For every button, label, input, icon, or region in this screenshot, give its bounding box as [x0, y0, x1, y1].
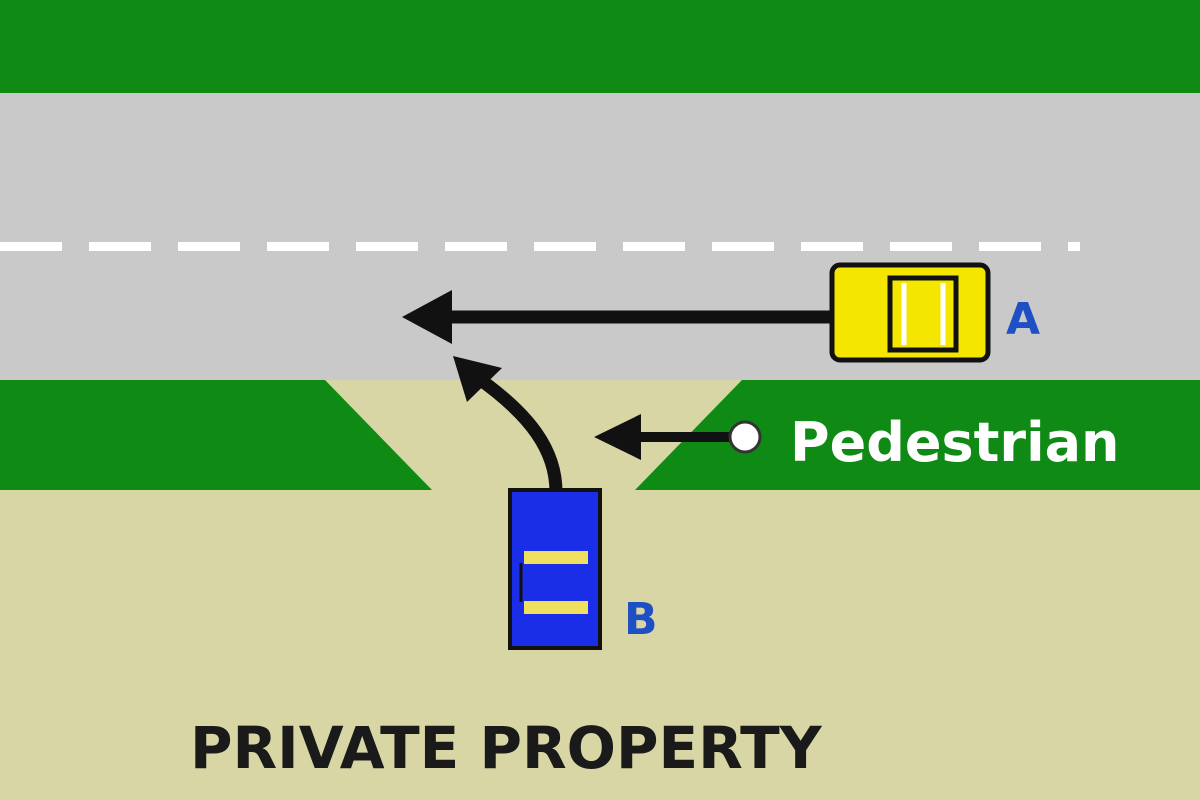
pedestrian-marker [728, 420, 762, 454]
vehicle-b-arrow [453, 356, 563, 493]
lane-dash [0, 242, 62, 251]
left-grass-verge [0, 380, 432, 490]
lane-dash [801, 242, 863, 251]
lane-dash [1068, 242, 1080, 251]
lane-dash [623, 242, 685, 251]
vehicle-b-label: B [624, 594, 658, 645]
lane-divider-dashed-line [0, 242, 1080, 251]
pedestrian-arrow [594, 414, 735, 460]
vehicle-a-label: A [1006, 294, 1040, 345]
road [0, 93, 1200, 380]
private-property-label: PRIVATE PROPERTY [190, 714, 823, 782]
lane-dash [979, 242, 1041, 251]
lane-dash [356, 242, 418, 251]
vehicle-a-arrow [402, 290, 835, 344]
pedestrian-label: Pedestrian [790, 411, 1119, 474]
lane-dash [534, 242, 596, 251]
lane-dash [267, 242, 329, 251]
vehicle-b-car [508, 488, 602, 650]
vehicle-a-car [829, 262, 991, 363]
right-grass-verge [635, 380, 1200, 490]
top-grass-verge [0, 0, 1200, 93]
lane-dash [712, 242, 774, 251]
lane-dash [89, 242, 151, 251]
lane-dash [890, 242, 952, 251]
lane-dash [445, 242, 507, 251]
lane-dash [178, 242, 240, 251]
